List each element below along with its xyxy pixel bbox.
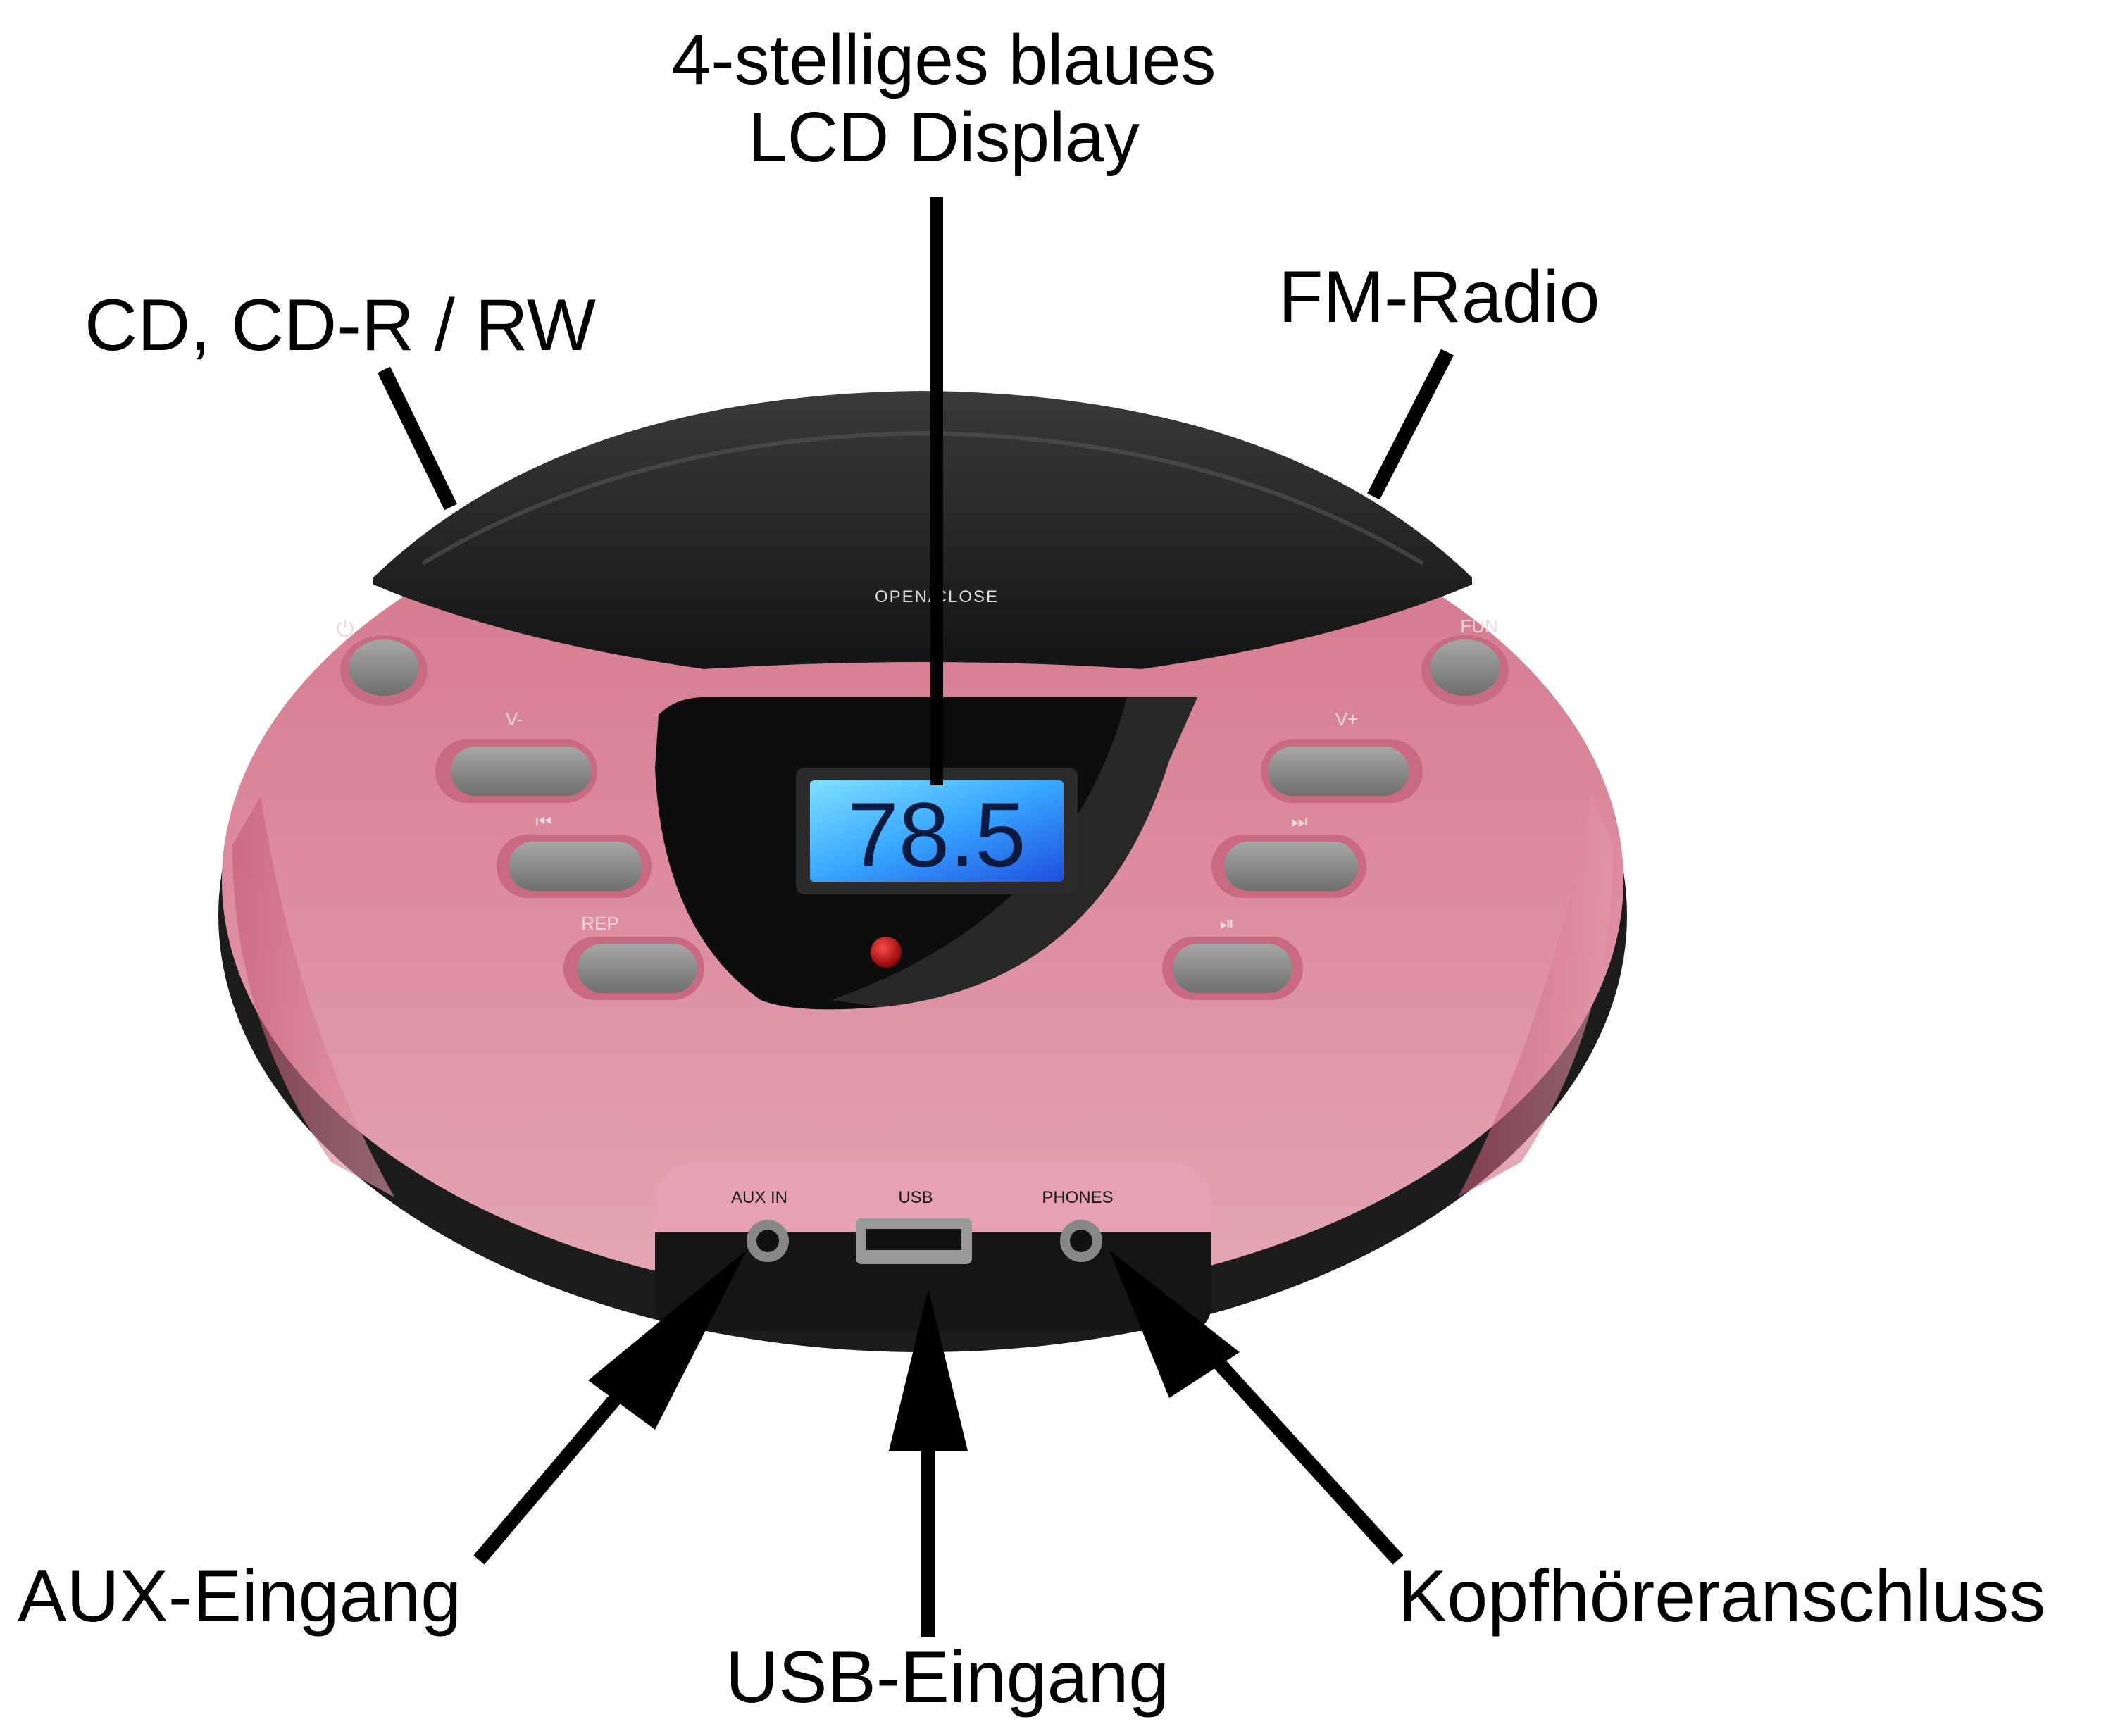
vol-up-button[interactable]	[1268, 747, 1409, 796]
body-side-left	[232, 796, 394, 1197]
rep-label: REP	[581, 913, 618, 934]
usb-arrow	[889, 1289, 968, 1637]
vol-up-label: V+	[1335, 708, 1359, 730]
display-callout: 4-stelliges blaues LCD Display	[662, 21, 1226, 176]
phones-arrow-head	[1109, 1250, 1240, 1398]
vol-down-label: V-	[506, 708, 523, 730]
rep-group[interactable]: REP	[563, 913, 704, 1000]
power-button-group[interactable]: ⏻	[336, 616, 428, 706]
play-pause-icon: ⏯	[1220, 913, 1235, 934]
vol-down-button[interactable]	[451, 747, 592, 796]
prev-icon: ⏮	[535, 811, 551, 832]
usb-port-label: USB	[898, 1188, 933, 1207]
usb-port[interactable]	[866, 1229, 961, 1250]
phones-port-label: PHONES	[1042, 1188, 1113, 1207]
power-icon: ⏻	[336, 616, 354, 642]
power-button[interactable]	[349, 639, 419, 696]
phones-port[interactable]	[1070, 1230, 1092, 1252]
aux-arrow-shaft	[473, 1372, 640, 1565]
display-callout-line1: 4-stelliges blaues	[671, 20, 1216, 99]
display-bezel-shine	[831, 697, 1197, 1007]
prev-button[interactable]	[509, 842, 642, 891]
next-group[interactable]: ⏭	[1211, 811, 1366, 898]
aux-port[interactable]	[756, 1230, 779, 1252]
aux-port-label: AUX IN	[731, 1188, 787, 1207]
phones-arrow	[1109, 1250, 1404, 1565]
vol-down-group[interactable]: V-	[435, 708, 597, 803]
aux-callout: AUX-Eingang	[18, 1556, 462, 1637]
fm-callout-line	[1367, 349, 1454, 500]
phones-arrow-shaft	[1213, 1358, 1404, 1565]
phones-callout: Kopfhöreranschluss	[1398, 1556, 2046, 1637]
fun-button-group[interactable]: FUN	[1421, 616, 1509, 706]
cd-callout-line	[378, 366, 457, 511]
play-pause-button[interactable]	[1173, 944, 1292, 993]
fm-callout: FM-Radio	[1278, 256, 1600, 338]
port-panel-top	[655, 1162, 1211, 1232]
cd-lid-rim	[421, 430, 1424, 566]
rep-button[interactable]	[578, 944, 697, 993]
lcd-readout: 78.5	[847, 783, 1026, 886]
usb-arrow-head	[889, 1289, 968, 1451]
play-pause-group[interactable]: ⏯	[1162, 913, 1303, 1000]
standby-led	[871, 937, 902, 968]
display-callout-line2: LCD Display	[748, 98, 1140, 177]
cd-callout: CD, CD-R / RW	[85, 285, 597, 366]
fun-label: FUN	[1460, 616, 1497, 637]
lcd-screen	[810, 780, 1064, 882]
body-side-right	[1458, 796, 1613, 1197]
vol-up-group[interactable]: V+	[1261, 708, 1423, 803]
prev-group[interactable]: ⏮	[497, 811, 652, 898]
aux-arrow-head	[588, 1250, 747, 1430]
fun-button[interactable]	[1430, 639, 1500, 696]
next-button[interactable]	[1224, 842, 1358, 891]
usb-callout: USB-Eingang	[725, 1637, 1170, 1718]
aux-arrow	[473, 1250, 747, 1565]
next-icon: ⏭	[1291, 811, 1307, 832]
cd-lid[interactable]	[373, 391, 1472, 669]
